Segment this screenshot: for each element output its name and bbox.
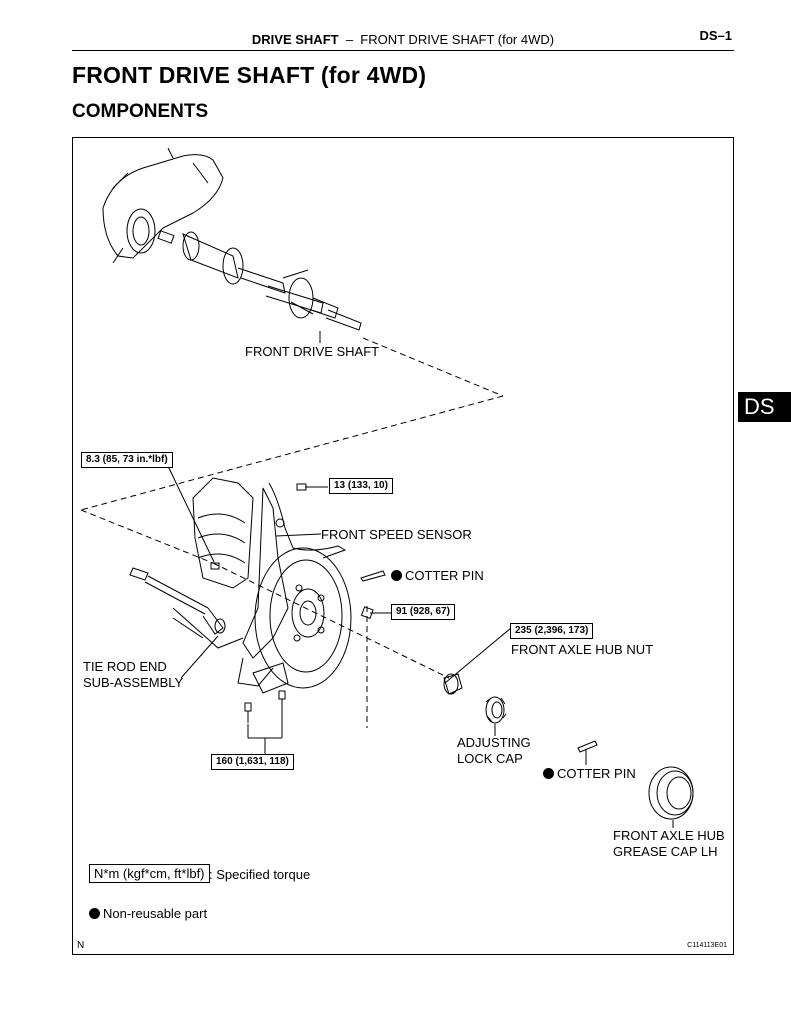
page-title: FRONT DRIVE SHAFT (for 4WD): [72, 62, 427, 88]
torque-spec: 91 (928, 67): [391, 604, 455, 620]
cotter-pin-drawing-2: [577, 740, 598, 753]
header-section: DRIVE SHAFT: [251, 32, 339, 47]
lock-cap-drawing: [485, 696, 507, 724]
nonreusable-icon: [543, 768, 554, 779]
label-adjusting-lock-cap-line1: ADJUSTING: [457, 735, 531, 750]
cotter-pin-label: COTTER PIN: [557, 766, 636, 781]
torque-spec: 160 (1,631, 118): [211, 754, 294, 770]
legend-nonreusable: Non-reusable part: [89, 906, 207, 922]
label-front-drive-shaft: FRONT DRIVE SHAFT: [245, 344, 380, 359]
page-header: DRIVE SHAFT – FRONT DRIVE SHAFT (for 4WD…: [72, 28, 734, 51]
label-cotter-pin: COTTER PIN: [391, 568, 484, 584]
bolts-drawing: [210, 483, 374, 723]
front-drive-shaft-drawing: [157, 230, 362, 331]
components-illustration: [80, 147, 694, 828]
section-tab: DS: [738, 392, 791, 422]
label-cotter-pin-2: COTTER PIN: [543, 766, 636, 782]
figure-id: C114113E01: [687, 942, 727, 949]
legend-torque-unit: N*m (kgf*cm, ft*lbf): [89, 864, 210, 883]
legend-torque-text: : Specified torque: [209, 867, 311, 882]
cotter-pin-label: COTTER PIN: [405, 568, 484, 583]
components-figure: FRONT DRIVE SHAFT 8.3 (85, 73 in.*lbf) 1…: [72, 137, 734, 955]
hub-nut-drawing: [443, 673, 463, 695]
section-title: COMPONENTS: [72, 101, 209, 122]
header-subsection: FRONT DRIVE SHAFT (for 4WD): [360, 32, 555, 47]
torque-spec: 235 (2,396, 173): [510, 623, 594, 639]
knuckle-drawing: [192, 477, 352, 694]
differential-drawing: [102, 147, 224, 264]
figure-corner-mark: N: [77, 940, 85, 951]
nonreusable-icon: [89, 908, 100, 919]
grease-cap-drawing: [648, 766, 694, 820]
torque-spec: 13 (133, 10): [329, 478, 393, 494]
label-front-axle-hub-nut: FRONT AXLE HUB NUT: [511, 642, 654, 657]
cotter-pin-drawing-1: [360, 570, 386, 582]
leader-lines: [167, 465, 512, 754]
header-breadcrumb: DRIVE SHAFT – FRONT DRIVE SHAFT (for 4WD…: [72, 32, 734, 47]
label-adjusting-lock-cap-line2: LOCK CAP: [457, 751, 523, 766]
label-tie-rod-end-line1: TIE ROD END: [83, 659, 167, 674]
assembly-guide-lines: [80, 337, 504, 728]
tie-rod-drawing: [129, 567, 244, 649]
label-grease-cap-line1: FRONT AXLE HUB: [613, 828, 725, 843]
label-tie-rod-end-line2: SUB-ASSEMBLY: [83, 675, 184, 690]
nonreusable-icon: [391, 570, 402, 581]
legend-nonreusable-text: Non-reusable part: [103, 906, 208, 921]
torque-spec: 8.3 (85, 73 in.*lbf): [81, 452, 173, 468]
label-front-speed-sensor: FRONT SPEED SENSOR: [321, 527, 472, 542]
page-number: DS–1: [699, 28, 732, 43]
label-grease-cap-line2: GREASE CAP LH: [613, 844, 718, 859]
header-separator: –: [345, 32, 354, 47]
